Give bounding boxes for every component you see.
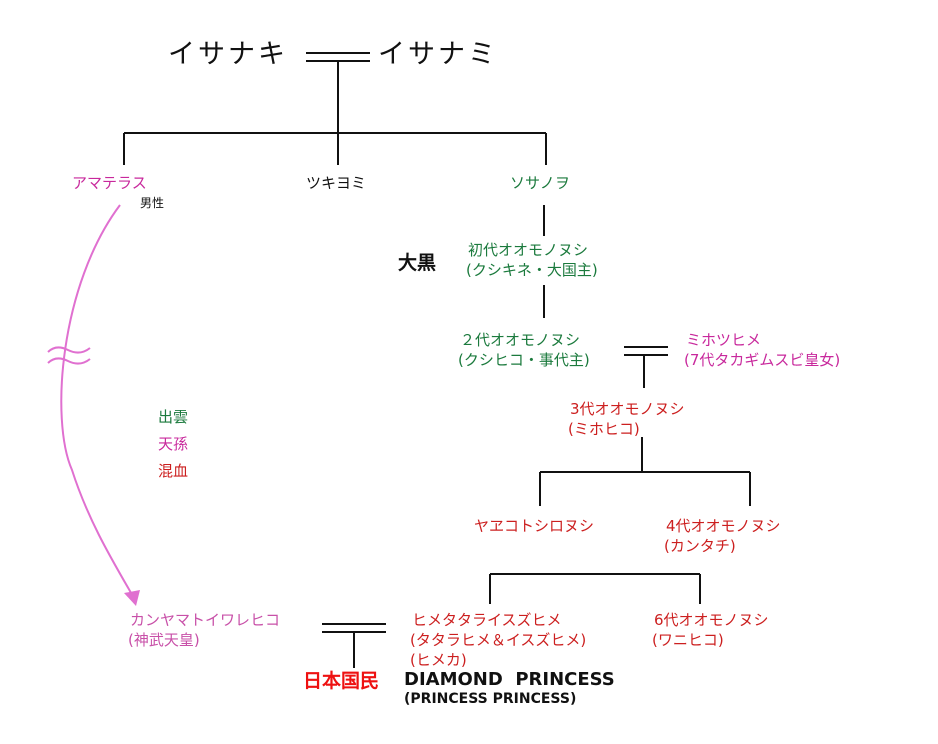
o4-line1: 4代オオモノヌシ	[666, 517, 781, 535]
hime-line2: (タタラヒメ＆イスズヒメ)	[410, 631, 587, 649]
legend-izumo: 出雲	[158, 408, 189, 426]
o2-line2: (クシヒコ・事代主)	[458, 351, 590, 369]
o3-line2: (ミホヒコ)	[568, 420, 640, 438]
izanami-label: イサナミ	[378, 39, 498, 70]
mihotsu-line2: (7代タカギムスビ皇女)	[684, 351, 841, 369]
yaekoto-label: ヤヱコトシロヌシ	[474, 517, 595, 535]
legend-tenson: 天孫	[158, 435, 189, 453]
jimmu-line1: カンヤマトイワレヒコ	[130, 611, 281, 629]
daikoku-label: 大黒	[398, 252, 437, 274]
legend-konketsu: 混血	[158, 462, 189, 480]
o2-line1: ２代オオモノヌシ	[460, 331, 581, 349]
o6-line2: (ワニヒコ)	[652, 631, 724, 649]
o4-line2: (カンタチ)	[664, 537, 736, 555]
hime-line1: ヒメタタライスズヒメ	[412, 611, 562, 629]
amaterasu-note: 男性	[140, 196, 165, 210]
lineage-arrow-head	[124, 590, 140, 606]
o3-line1: 3代オオモノヌシ	[570, 400, 685, 418]
hime-line3: (ヒメカ)	[410, 651, 467, 669]
diamond-princess-label: DIAMOND PRINCESS	[404, 669, 615, 690]
o1-line2: (クシキネ・大国主)	[466, 261, 598, 279]
izanaki-label: イサナキ	[168, 39, 288, 70]
tsukiyomi-label: ツキヨミ	[306, 174, 367, 192]
nihon-kokumin-label: 日本国民	[303, 670, 380, 692]
lineage-arrow	[60, 204, 135, 599]
o6-line1: 6代オオモノヌシ	[654, 611, 769, 629]
jimmu-line2: (神武天皇)	[128, 631, 200, 649]
princess-princess-label: (PRINCESS PRINCESS)	[404, 691, 577, 707]
amaterasu-label: アマテラス	[72, 174, 147, 192]
mihotsu-line1: ミホツヒメ	[686, 331, 762, 349]
approx-icon	[47, 346, 91, 365]
o1-line1: 初代オオモノヌシ	[468, 241, 589, 259]
susanoo-label: ソサノヲ	[510, 174, 570, 192]
